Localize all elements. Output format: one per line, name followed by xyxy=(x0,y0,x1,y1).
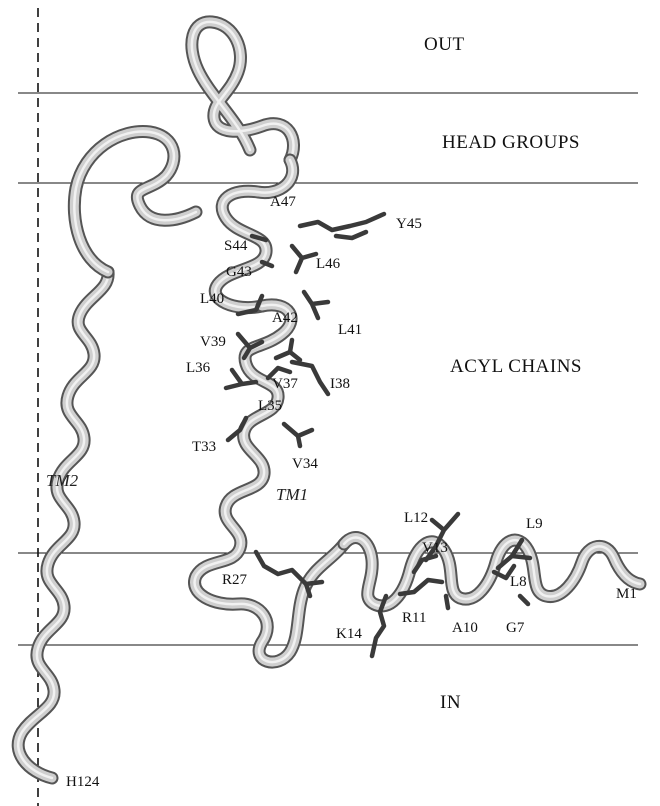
interhelix-loop-ribbon xyxy=(74,132,196,272)
residue-label-y45: Y45 xyxy=(396,216,422,232)
side-chain-a10 xyxy=(446,596,448,608)
residue-label-l41: L41 xyxy=(338,322,362,338)
residue-label-l36: L36 xyxy=(186,360,211,376)
residue-label-v39: V39 xyxy=(200,334,226,350)
residue-label-h124: H124 xyxy=(66,774,100,790)
helix-label-tm2: TM2 xyxy=(46,471,79,490)
region-label-out: OUT xyxy=(424,34,465,55)
residue-label-g43: G43 xyxy=(226,264,252,280)
residue-label-g7: G7 xyxy=(506,620,525,636)
tm1-helix-ribbon xyxy=(195,305,344,662)
extracellular-loop-ribbon xyxy=(192,22,294,160)
residue-label-m1: M1 xyxy=(616,586,637,602)
side-chain-l41 xyxy=(304,292,328,318)
side-chain-l46 xyxy=(292,246,316,272)
side-chain-y45 xyxy=(300,214,384,230)
helix-label-tm1: TM1 xyxy=(276,485,308,504)
residue-label-s44: S44 xyxy=(224,238,248,254)
region-label-acyl-chains: ACYL CHAINS xyxy=(450,356,582,377)
tm2-helix-ribbon xyxy=(18,272,108,778)
residue-label-v37: V37 xyxy=(272,376,298,392)
residue-label-k14: K14 xyxy=(336,626,362,642)
residue-label-a10: A10 xyxy=(452,620,478,636)
residue-label-l35: L35 xyxy=(258,398,282,414)
side-chain-y45-ring xyxy=(336,232,366,238)
residue-label-r11: R11 xyxy=(402,610,426,626)
region-label-in: IN xyxy=(440,692,461,713)
residue-label-l9: L9 xyxy=(526,516,543,532)
residue-label-i38: I38 xyxy=(330,376,350,392)
residue-label-v34: V34 xyxy=(292,456,318,472)
region-label-head-groups: HEAD GROUPS xyxy=(442,132,580,153)
residue-label-l40: L40 xyxy=(200,291,224,307)
upper-helix-ribbon xyxy=(215,160,292,308)
residue-label-a42: A42 xyxy=(272,310,298,326)
residue-label-l46: L46 xyxy=(316,256,341,272)
side-chain-v34 xyxy=(284,424,312,446)
residue-label-a47: A47 xyxy=(270,194,296,210)
side-chain-g7 xyxy=(520,596,528,604)
residue-label-t33: T33 xyxy=(192,439,216,455)
residue-label-l8: L8 xyxy=(510,574,527,590)
residue-label-l12: L12 xyxy=(404,510,428,526)
residue-label-v13: V13 xyxy=(422,540,448,556)
residue-label-r27: R27 xyxy=(222,572,248,588)
